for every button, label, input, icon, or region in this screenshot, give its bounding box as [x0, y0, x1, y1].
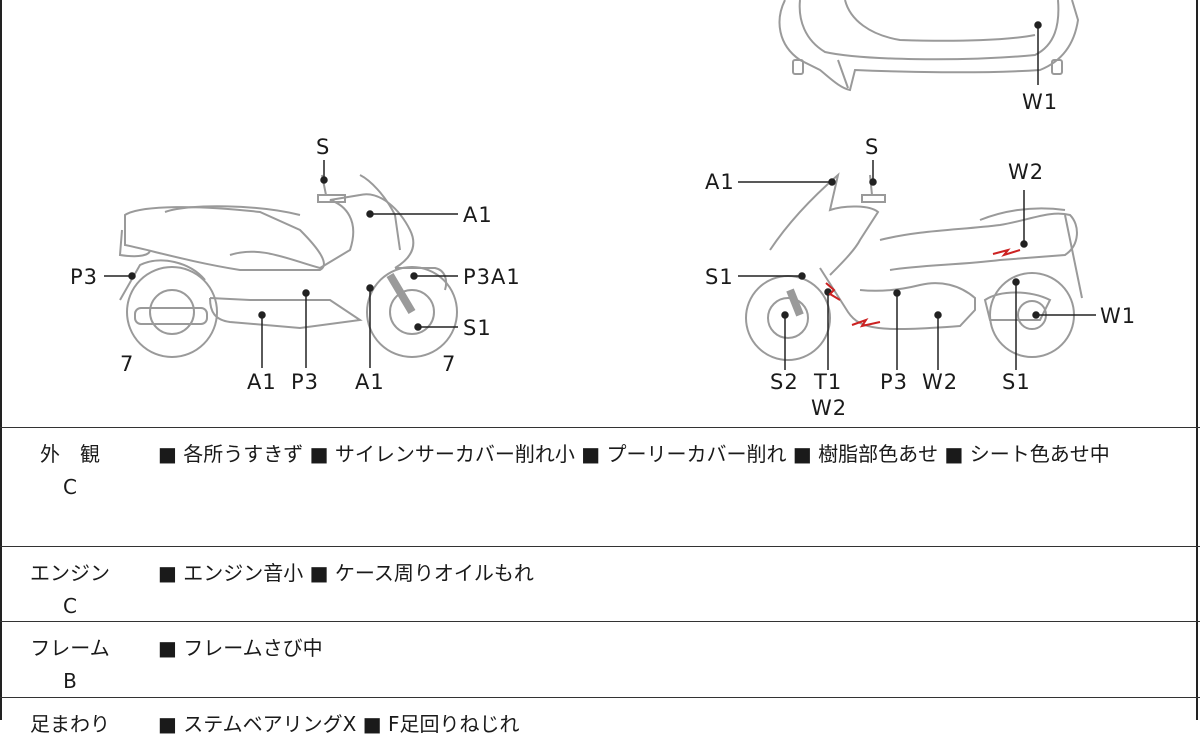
category-name: 足まわり	[30, 712, 110, 736]
label-right-w2-bottom: W2	[922, 370, 959, 394]
category-grade: C	[63, 594, 77, 618]
scooter-drawings	[104, 0, 1096, 370]
label-left-p3-bottom: P3	[291, 370, 320, 394]
label-left-s: S	[316, 135, 331, 159]
top-view-scooter	[778, 0, 1080, 92]
label-right-a1: A1	[705, 170, 735, 194]
category-name: フレーム	[30, 636, 110, 660]
damage-mark-front	[825, 282, 841, 301]
damage-marks	[825, 248, 1021, 328]
condition-row-frame: フレーム B ■ フレームさび中	[0, 621, 1200, 697]
label-left-7-right: 7	[442, 352, 457, 376]
label-right-s: S	[865, 135, 880, 159]
condition-notes: ■ フレームさび中	[158, 636, 323, 660]
label-right-w2-top: W2	[1008, 160, 1045, 184]
condition-row-engine: エンジン C ■ エンジン音小 ■ ケース周りオイルもれ	[0, 546, 1200, 621]
category-grade: B	[63, 669, 77, 693]
label-left-p3a1: P3A1	[463, 265, 521, 289]
label-right-t1: T1	[814, 370, 843, 394]
label-top-w1: W1	[1022, 90, 1059, 114]
damage-diagram: W1 S A1 P3 P3A1 S1 7 A1 P3 A1 7 S A1 W2 …	[70, 0, 1137, 420]
label-right-p3: P3	[880, 370, 909, 394]
label-right-w1: W1	[1100, 304, 1137, 328]
label-left-s1: S1	[463, 316, 492, 340]
label-left-p3: P3	[70, 265, 99, 289]
condition-table: 外 観 C ■ 各所うすきず ■ サイレンサーカバー削れ小 ■ プーリーカバー削…	[0, 427, 1200, 737]
damage-mark-side	[992, 248, 1021, 257]
category-cell: フレーム B	[0, 622, 140, 693]
left-side-scooter	[118, 174, 458, 358]
condition-row-suspension: 足まわり ■ ステムベアリングX ■ F足回りねじれ	[0, 697, 1200, 737]
condition-notes: ■ 各所うすきず ■ サイレンサーカバー削れ小 ■ プーリーカバー削れ ■ 樹脂…	[158, 442, 1110, 466]
label-left-7-left: 7	[120, 352, 135, 376]
label-right-s1-bottom: S1	[1002, 370, 1031, 394]
label-left-a1-bottom2: A1	[355, 370, 385, 394]
category-grade: C	[63, 475, 77, 499]
right-side-scooter	[745, 172, 1083, 361]
category-name: エンジン	[30, 561, 110, 585]
condition-row-exterior: 外 観 C ■ 各所うすきず ■ サイレンサーカバー削れ小 ■ プーリーカバー削…	[0, 427, 1200, 546]
damage-mark-floor	[851, 318, 881, 328]
label-right-s2: S2	[770, 370, 799, 394]
label-right-w2-under-t1: W2	[811, 396, 848, 420]
label-left-a1-bottom: A1	[247, 370, 277, 394]
category-cell: 足まわり	[0, 698, 140, 745]
label-left-a1-top: A1	[463, 203, 493, 227]
condition-notes: ■ ステムベアリングX ■ F足回りねじれ	[158, 712, 520, 736]
category-cell: エンジン C	[0, 547, 140, 618]
category-name: 外 観	[40, 442, 100, 466]
label-right-s1-left: S1	[705, 265, 734, 289]
category-cell: 外 観 C	[0, 428, 140, 499]
inspection-sheet-frame	[0, 0, 1198, 720]
condition-notes: ■ エンジン音小 ■ ケース周りオイルもれ	[158, 561, 534, 585]
